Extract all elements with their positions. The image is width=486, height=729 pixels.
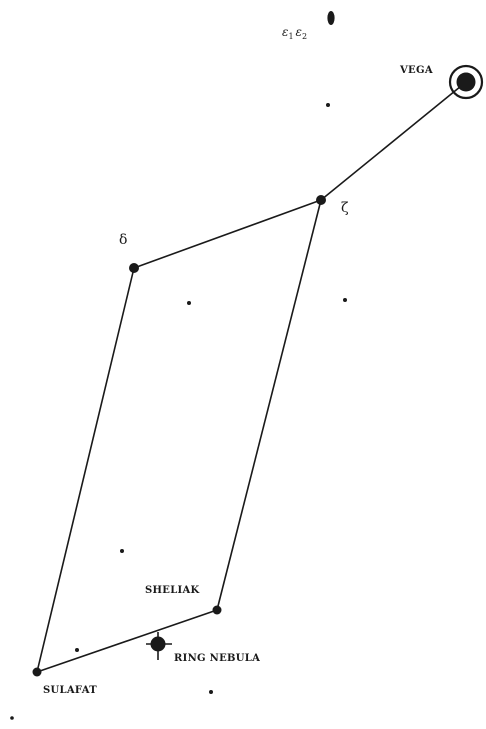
vega-star-icon (448, 64, 484, 100)
faint-stars (10, 103, 347, 720)
sulafat-star (32, 667, 42, 677)
faint-star (326, 103, 330, 107)
edge-zeta-delta (133, 199, 322, 269)
faint-star (209, 690, 213, 694)
faint-star (343, 298, 347, 302)
delta-star (129, 263, 139, 273)
edge-sulafat-sheliak (36, 609, 218, 673)
epsilon1-symbol: ε (282, 25, 288, 39)
epsilon2-subscript: 2 (302, 32, 307, 41)
edge-delta-sulafat (36, 267, 135, 673)
faint-star (187, 301, 191, 305)
faint-star (10, 716, 14, 720)
sheliak-star (212, 605, 222, 615)
delta-label: δ (119, 232, 127, 248)
edge-zeta-sheliak (216, 199, 322, 611)
sulafat-label: SULAFAT (43, 685, 97, 696)
edge-vega-zeta (320, 81, 467, 201)
zeta-star (316, 195, 326, 205)
epsilon-double-star-icon (327, 11, 335, 25)
vega-label: VEGA (399, 65, 433, 76)
zeta-label: ζ (341, 200, 349, 216)
sheliak-label: SHELIAK (145, 585, 200, 596)
epsilon2-symbol: ε (296, 25, 302, 39)
ring-nebula-icon (146, 632, 172, 660)
ring-nebula-label: RING NEBULA (174, 653, 260, 664)
epsilon1-subscript: 1 (288, 32, 293, 41)
faint-star (120, 549, 124, 553)
faint-star (75, 648, 79, 652)
